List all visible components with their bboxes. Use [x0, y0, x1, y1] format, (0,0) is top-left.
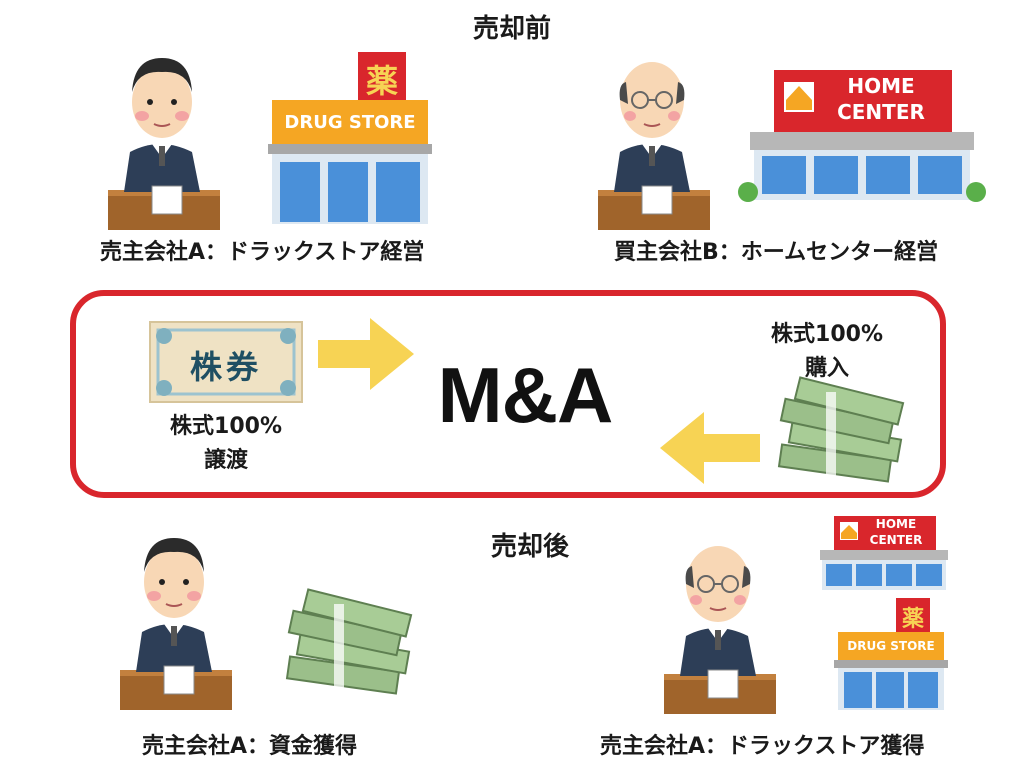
home-center-icon [738, 70, 986, 202]
left-label: 株式100% 譲渡 [140, 410, 312, 478]
drug-sign-text: 薬 [365, 62, 398, 100]
seller-after-businessman-icon [120, 538, 232, 710]
ma-title: M&A [437, 351, 614, 439]
drug-store-after-icon [834, 598, 948, 710]
buyer-businessman-icon [598, 62, 710, 230]
left-label-line2: 譲渡 [203, 448, 248, 473]
money-stack-icon [777, 376, 905, 483]
money-stack-after-icon [285, 588, 413, 695]
home-after-banner-line1: HOME [875, 517, 917, 531]
home-after-banner-line2: CENTER [869, 533, 923, 547]
home-banner-text-line1: HOME [847, 74, 915, 98]
drug-banner-text: DRUG STORE [284, 112, 416, 133]
drug-store-icon [268, 52, 432, 224]
caption-seller-after: 売主会社A：資金獲得 [142, 734, 358, 759]
drug-after-sign-text: 薬 [901, 607, 924, 632]
right-label-line2: 購入 [804, 356, 849, 381]
home-center-after-icon [820, 516, 948, 590]
arrow-right-icon [318, 318, 414, 390]
caption-seller-before: 売主会社A：ドラックストア経営 [100, 240, 425, 265]
drug-after-banner-text: DRUG STORE [847, 639, 935, 653]
arrow-left-icon [660, 412, 760, 484]
caption-buyer-before: 買主会社B：ホームセンター経営 [614, 240, 939, 265]
left-label-line1: 株式100% [170, 414, 282, 439]
caption-buyer-after: 売主会社A：ドラックストア獲得 [600, 734, 925, 759]
stock-certificate-icon [149, 321, 303, 403]
heading-after: 売却後 [490, 532, 569, 562]
right-label-line1: 株式100% [771, 322, 883, 347]
buyer-after-businessman-icon [664, 546, 776, 714]
ma-frame [70, 290, 946, 498]
stock-certificate-text: 株券 [189, 348, 262, 386]
heading-before: 売却前 [472, 14, 551, 44]
home-banner-text-line2: CENTER [837, 100, 925, 124]
right-label: 株式100% 購入 [752, 318, 902, 386]
seller-businessman-icon [108, 58, 220, 230]
